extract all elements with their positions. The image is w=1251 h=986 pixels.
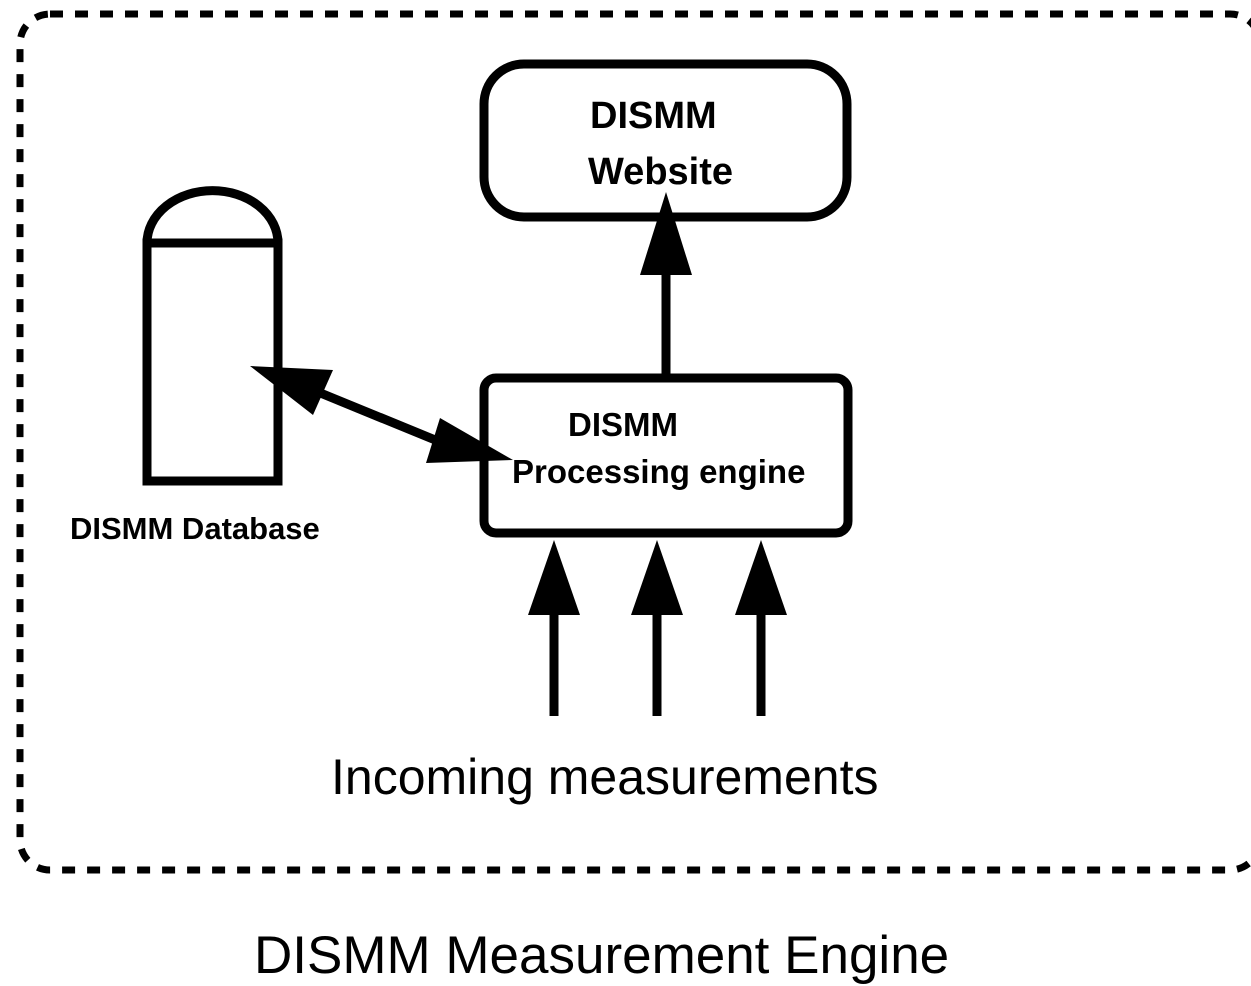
database-label: DISMM Database: [70, 511, 320, 546]
diagram-caption: DISMM Measurement Engine: [254, 926, 950, 985]
processing-engine-subtitle: Processing engine: [512, 453, 806, 490]
website-title: DISMM: [590, 95, 717, 137]
incoming-measurements-label: Incoming measurements: [331, 749, 879, 805]
database-icon: [142, 186, 283, 486]
database-engine-double-arrow: [250, 366, 513, 463]
processing-engine-title: DISMM: [568, 406, 678, 443]
engine-to-website-arrow: [640, 192, 692, 374]
incoming-arrow-2: [631, 540, 683, 716]
system-boundary: [16, 10, 1251, 874]
website-subtitle: Website: [588, 151, 734, 193]
incoming-arrow-3: [735, 540, 787, 716]
incoming-arrow-1: [528, 540, 580, 716]
